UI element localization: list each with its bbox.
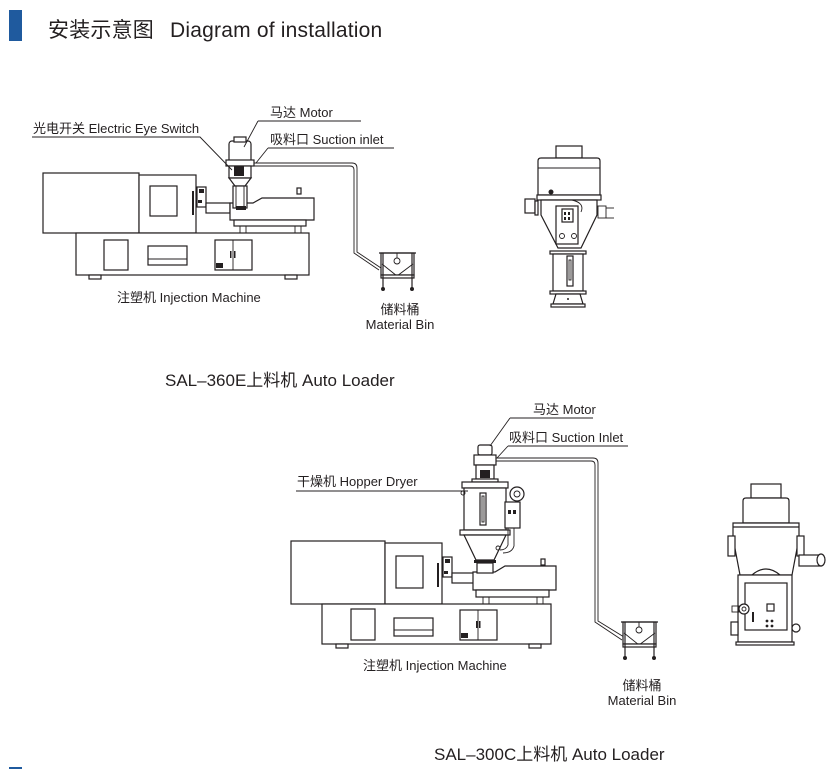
diagram-1-label-material-bin-cn: 储料桶 (380, 302, 420, 317)
diagram-1-label-suction-inlet: 吸料口 Suction inlet (270, 132, 384, 147)
diagram-1-suction-hose (254, 162, 382, 271)
diagram-2-hopper-dryer (459, 444, 525, 574)
diagram-2-label-motor: 马达 Motor (533, 402, 596, 417)
diagram-2-loader-detail-view (727, 483, 826, 646)
diagram-1-auto-loader (225, 136, 255, 210)
diagram-1-label-material-bin-en: Material Bin (365, 317, 435, 332)
diagram-2-label-material-bin: 储料桶 Material Bin (600, 678, 684, 708)
diagram-1-loader-detail-view (524, 145, 614, 308)
diagram-1-caption: SAL–360E上料机 Auto Loader (165, 371, 395, 390)
diagram-1-label-material-bin: 储料桶 Material Bin (358, 302, 442, 332)
diagram-2-label-material-bin-en: Material Bin (607, 693, 677, 708)
diagram-2-material-bin (621, 621, 658, 660)
diagram-1-label-electric-eye-switch: 光电开关 Electric Eye Switch (33, 121, 200, 136)
diagram-2-label-hopper-dryer: 干燥机 Hopper Dryer (297, 474, 418, 489)
diagram-1-label-injection-machine: 注塑机 Injection Machine (117, 290, 261, 305)
diagram-2-label-suction-inlet: 吸料口 Suction Inlet (509, 430, 624, 445)
diagram-2-suction-hose (496, 457, 625, 641)
diagram-2-label-injection-machine: 注塑机 Injection Machine (363, 658, 507, 673)
page-title-cn: 安装示意图 (48, 19, 154, 42)
title-accent-bar (9, 10, 22, 41)
diagram-2-label-material-bin-cn: 储料桶 (622, 678, 662, 693)
diagram-2-injection-machine (290, 540, 557, 649)
diagram-2-leader-lines (296, 417, 628, 492)
diagram-1-leader-lines (32, 120, 394, 171)
bottom-accent-bar (9, 767, 22, 769)
diagram-1-material-bin (379, 252, 416, 291)
diagram-1-injection-machine (42, 172, 315, 280)
diagram-2-caption: SAL–300C上料机 Auto Loader (434, 745, 665, 764)
diagram-1-label-motor: 马达 Motor (270, 105, 333, 120)
page-title-en: Diagram of installation (170, 19, 383, 42)
page-title: 安装示意图 Diagram of installation (48, 14, 382, 44)
